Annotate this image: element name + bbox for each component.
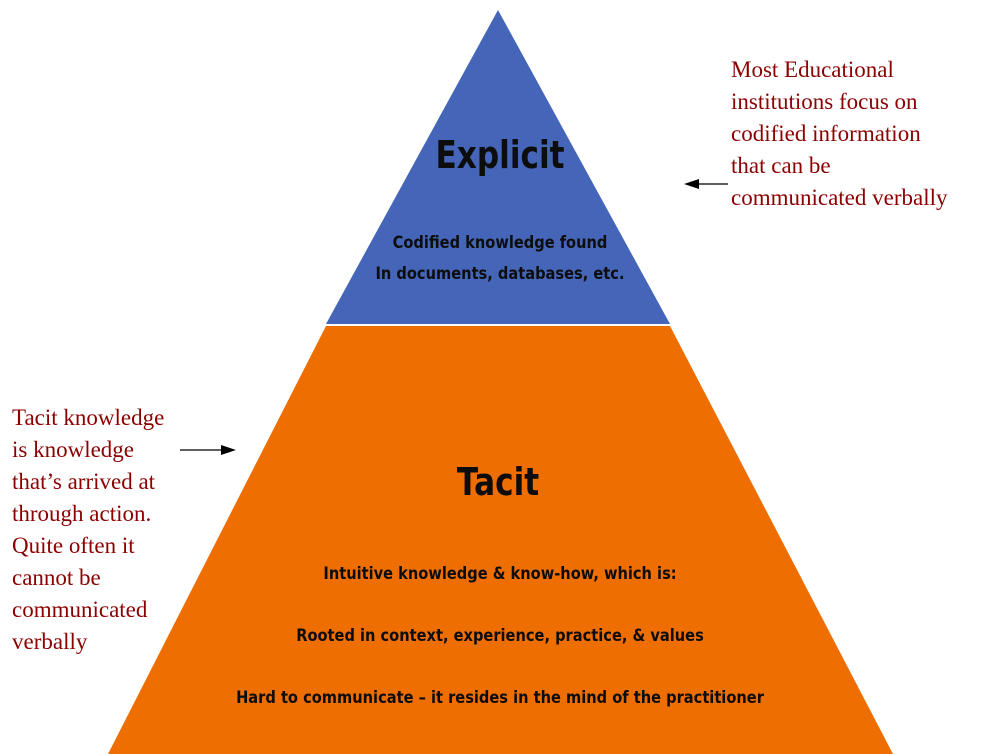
tacit-description-line: Hard to communicate – it resides in the … — [236, 688, 764, 708]
annotation-line: cannot be — [12, 565, 101, 590]
annotation-line: verbally — [12, 629, 88, 654]
annotation-explicit: Most Educational institutions focus on c… — [731, 54, 1001, 214]
tacit-description-line: Intuitive knowledge & know-how, which is… — [323, 564, 677, 584]
tacit-tier — [108, 326, 893, 754]
arrow-left-annotation — [180, 445, 236, 455]
annotation-line: codified information — [731, 121, 921, 146]
annotation-line: through action. — [12, 501, 152, 526]
annotation-line: Quite often it — [12, 533, 135, 558]
explicit-description-line: In documents, databases, etc. — [375, 264, 625, 284]
annotation-line: communicated — [12, 597, 148, 622]
tacit-description-line: Rooted in context, experience, practice,… — [296, 626, 704, 646]
tacit-title: Tacit — [456, 460, 540, 504]
explicit-tier — [326, 10, 670, 324]
annotation-line: that’s arrived at — [12, 469, 156, 494]
explicit-description-line: Codified knowledge found — [392, 233, 608, 253]
explicit-title: Explicit — [435, 133, 565, 177]
annotation-tacit: Tacit knowledge is knowledge that’s arri… — [12, 402, 212, 658]
annotation-line: institutions focus on — [731, 89, 918, 114]
arrow-right-annotation — [684, 179, 728, 189]
annotation-line: is knowledge — [12, 437, 135, 462]
annotation-line: Tacit knowledge — [12, 405, 165, 430]
annotation-line: that can be — [731, 153, 831, 178]
annotation-line: Most Educational — [731, 57, 894, 82]
annotation-line: communicated verbally — [731, 185, 948, 210]
